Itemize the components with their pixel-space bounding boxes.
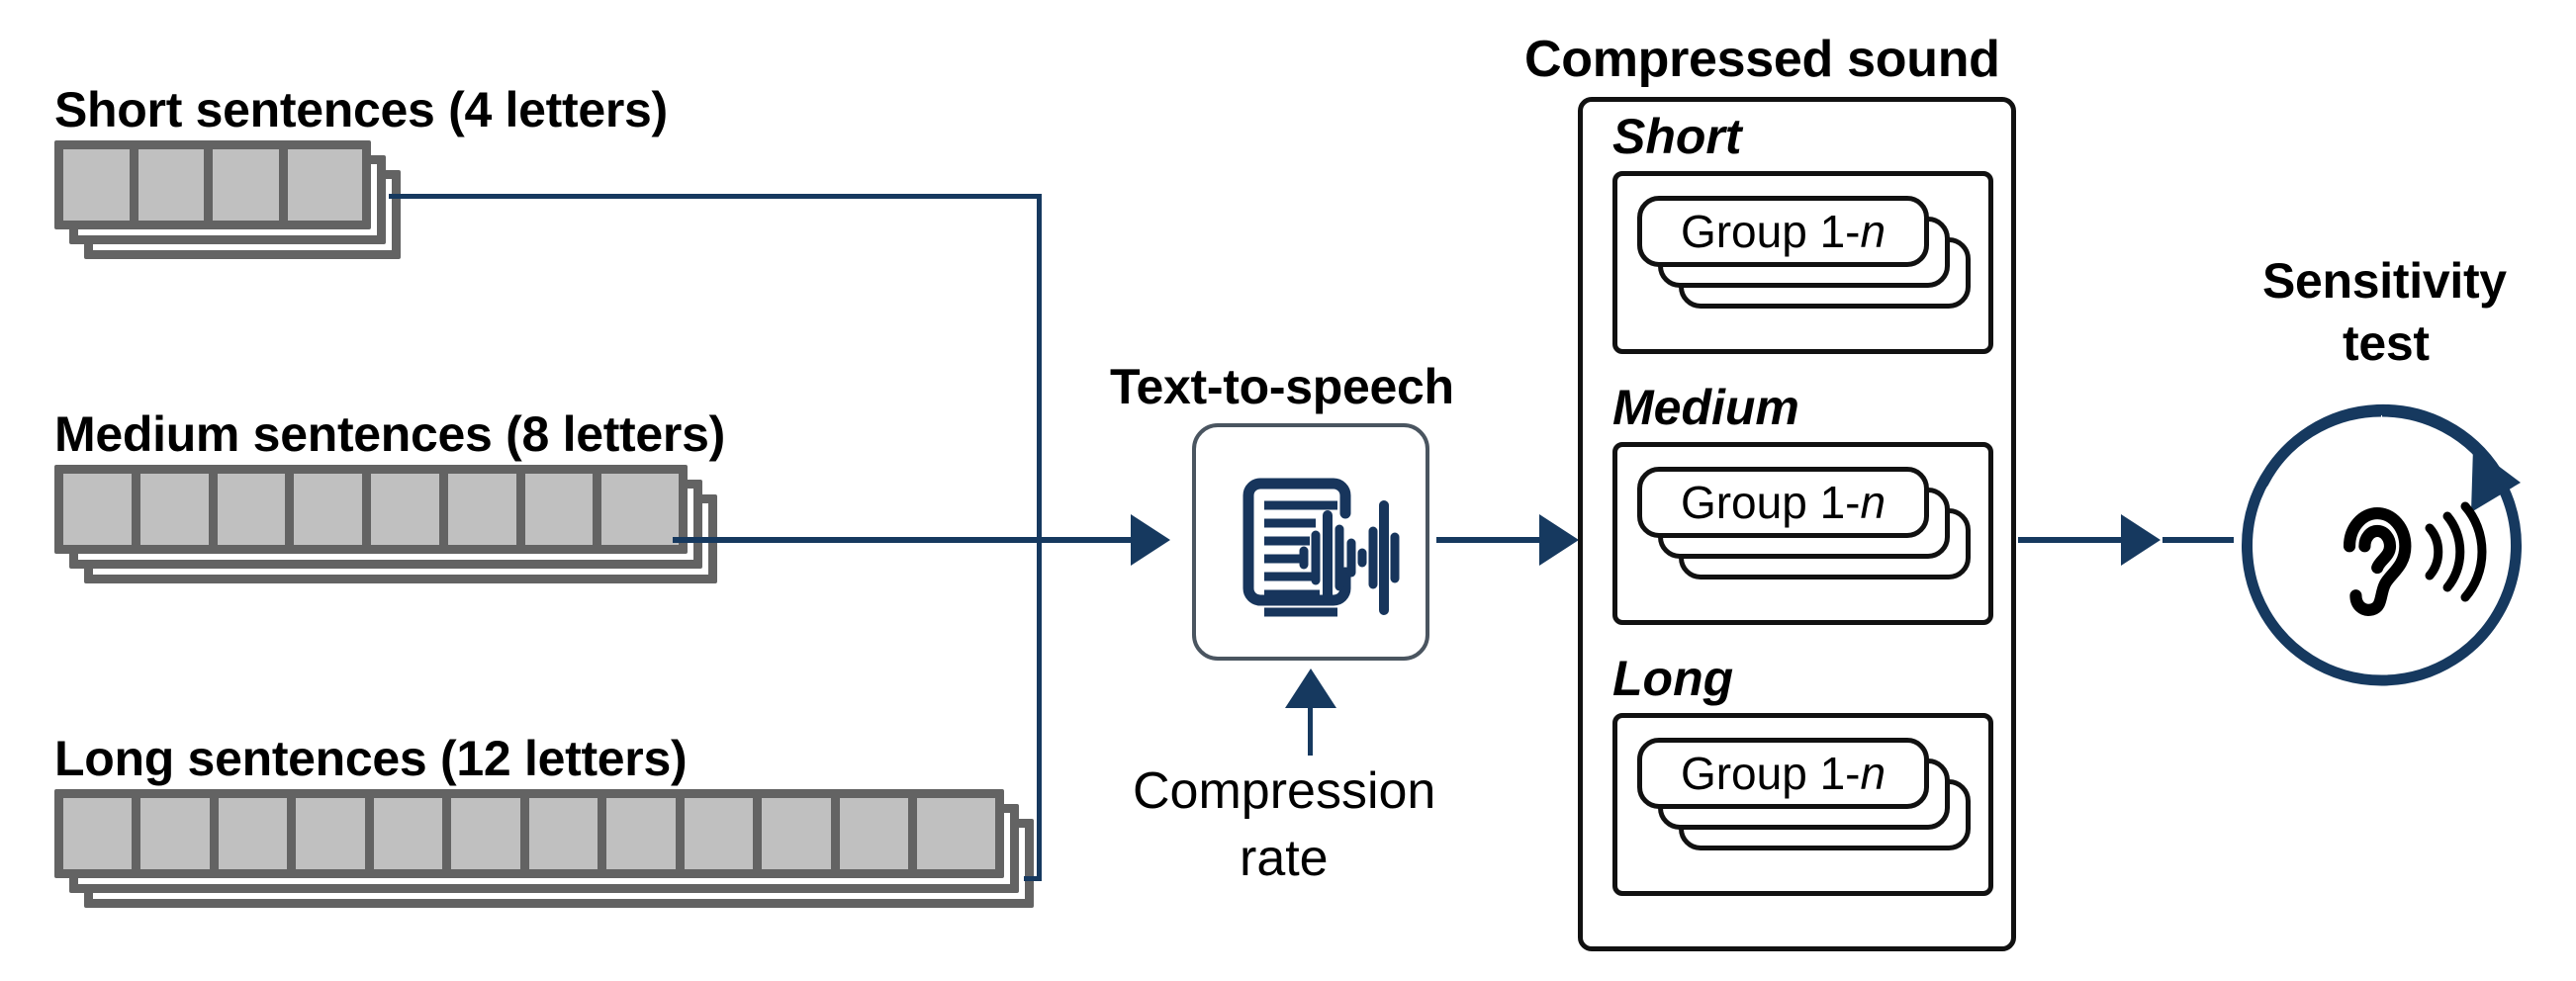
- sentence-cell: [601, 474, 679, 545]
- compression-rate-label-line1: Compression: [1133, 762, 1436, 820]
- stack-front-card[interactable]: [54, 465, 688, 554]
- connector-compressed-to-sensitivity: [2018, 537, 2127, 543]
- connector-sensitivity-stub: [2162, 537, 2234, 543]
- group-chip-label: Group 1-: [1680, 477, 1861, 528]
- sentence-cell: [524, 474, 602, 545]
- group-chip-short[interactable]: Group 1-n: [1637, 196, 1929, 267]
- compressed-sound-box: Short Group 1-n Medium Group 1-n Long Gr…: [1578, 97, 2016, 951]
- sentence-cell: [63, 149, 138, 221]
- sentence-cell: [373, 798, 452, 869]
- sentence-cell: [213, 149, 288, 221]
- stack-front-card[interactable]: [54, 140, 371, 229]
- connector-long-vertical: [1037, 539, 1042, 881]
- text-to-speech-box[interactable]: [1192, 423, 1429, 661]
- medium-sentence-stack[interactable]: [54, 465, 767, 583]
- group-chip-label: Group 1-: [1680, 748, 1861, 799]
- short-sentences-label: Short sentences (4 letters): [54, 82, 668, 137]
- short-sentence-stack[interactable]: [54, 140, 450, 259]
- text-to-speech-label: Text-to-speech: [1110, 359, 1454, 414]
- sentence-cell: [371, 474, 448, 545]
- sentence-cell: [140, 798, 219, 869]
- connector-short-vertical: [1037, 194, 1042, 542]
- sentence-cell: [63, 798, 141, 869]
- group-chip-label-n: n: [1860, 206, 1886, 257]
- medium-sentences-label: Medium sentences (8 letters): [54, 406, 725, 462]
- group-chip-label: Group 1-: [1680, 206, 1861, 257]
- group-chip-label-n: n: [1860, 748, 1886, 799]
- group-chip-long[interactable]: Group 1-n: [1637, 738, 1929, 809]
- sensitivity-test-node[interactable]: [2224, 388, 2540, 704]
- connector-long-horizontal: [1024, 876, 1042, 881]
- sensitivity-test-label-line1: Sensitivity: [2262, 253, 2507, 309]
- arrow-into-sensitivity: [2121, 514, 2161, 566]
- compressed-group-title-medium: Medium: [1612, 380, 1799, 435]
- sentence-cell: [294, 474, 371, 545]
- sentence-cell: [451, 798, 529, 869]
- sentence-cell: [917, 798, 995, 869]
- arrow-into-compressed-sound: [1539, 514, 1579, 566]
- compressed-group-title-short: Short: [1612, 109, 1742, 164]
- sentence-cell: [447, 474, 525, 545]
- connector-compression-rate: [1308, 706, 1313, 756]
- arrow-into-tts: [1131, 514, 1170, 566]
- stack-front-card[interactable]: [54, 789, 1004, 878]
- sentence-cell: [139, 474, 218, 545]
- long-sentences-label: Long sentences (12 letters): [54, 731, 688, 786]
- sentence-cell: [684, 798, 763, 869]
- sentence-cell: [839, 798, 918, 869]
- document-waveform-icon: [1217, 448, 1405, 636]
- sentence-cell: [63, 474, 140, 545]
- sentence-cell: [218, 798, 297, 869]
- group-chip-label-n: n: [1860, 477, 1886, 528]
- connector-tts-to-compressed: [1436, 537, 1545, 543]
- compressed-group-long[interactable]: Group 1-n: [1612, 713, 1993, 896]
- compressed-group-short[interactable]: Group 1-n: [1612, 171, 1993, 354]
- sentence-cell: [287, 149, 362, 221]
- sentence-cell: [217, 474, 295, 545]
- long-sentence-stack[interactable]: [54, 789, 1083, 918]
- compressed-group-medium[interactable]: Group 1-n: [1612, 442, 1993, 625]
- compressed-sound-title: Compressed sound: [1524, 31, 2000, 88]
- sentence-cell: [528, 798, 607, 869]
- sentence-cell: [606, 798, 685, 869]
- compression-rate-label-line2: rate: [1240, 830, 1329, 887]
- sensitivity-test-label-line2: test: [2343, 315, 2430, 371]
- group-chip-medium[interactable]: Group 1-n: [1637, 467, 1929, 538]
- connector-medium-bus: [673, 537, 1139, 543]
- sentence-cell: [762, 798, 840, 869]
- compressed-group-title-long: Long: [1612, 651, 1734, 706]
- sentence-cell: [296, 798, 374, 869]
- connector-short-horizontal: [389, 194, 1042, 199]
- arrow-compression-rate: [1285, 669, 1336, 708]
- sentence-cell: [138, 149, 213, 221]
